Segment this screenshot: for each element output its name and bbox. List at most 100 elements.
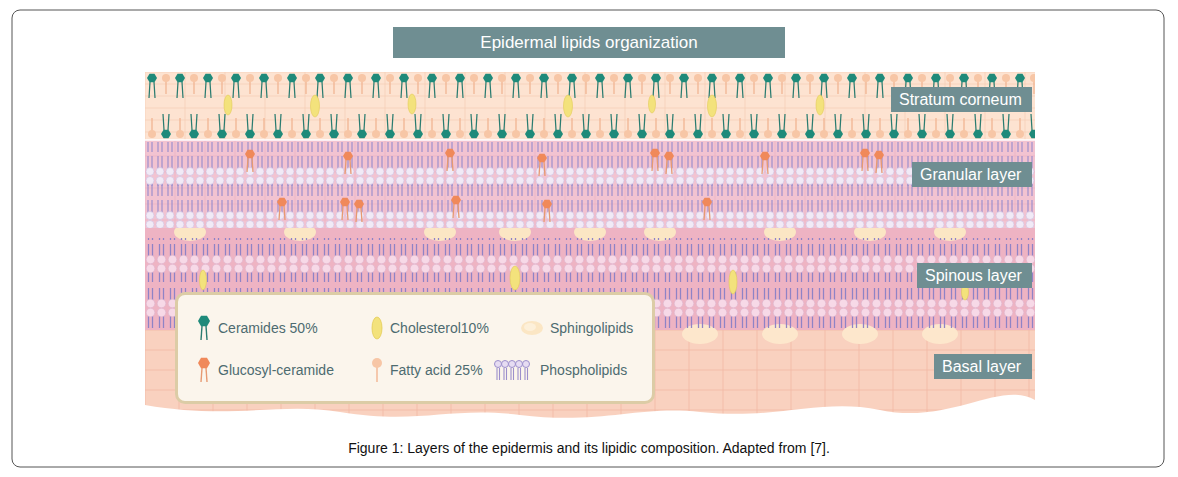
legend-icon (370, 315, 384, 341)
lipid-shape (343, 152, 353, 174)
lipid-shape (702, 198, 712, 220)
legend-text: Sphingolipids (550, 320, 633, 336)
lipid-shape (340, 198, 350, 220)
legend-icon (520, 318, 544, 338)
legend-item: Glucosyl-ceramide (196, 355, 334, 385)
cholesterol-molecules (224, 94, 824, 117)
lipid-shape (664, 152, 674, 174)
lipid-shape (650, 149, 660, 171)
layer-name: Granular layer (920, 162, 1021, 187)
legend-symbol (520, 318, 544, 338)
lipid-shape (510, 266, 520, 290)
legend-symbol (497, 368, 528, 380)
layer-label: Stratum corneum (891, 87, 1032, 112)
legend-symbol (201, 326, 202, 340)
legend-symbol (502, 361, 509, 368)
legend-icon (196, 357, 212, 383)
legend-symbol (503, 368, 504, 380)
lipid-shape (354, 200, 364, 222)
legend-symbol (370, 357, 384, 383)
layer-name: Spinous layer (925, 263, 1022, 288)
legend-symbol (198, 316, 210, 326)
legend-symbol (196, 357, 212, 383)
legend-icon (370, 357, 384, 383)
layer-label: Granular layer (912, 162, 1032, 187)
title-banner: Epidermal lipids organization (393, 27, 785, 58)
legend-item: Phospholipids (494, 355, 627, 385)
legend-text: Glucosyl-ceramide (218, 362, 334, 378)
legend-item: Sphingolipids (520, 313, 633, 343)
legend-symbol (495, 361, 530, 368)
legend-symbol (494, 358, 534, 382)
legend-icon (494, 358, 534, 382)
legend-symbol (523, 361, 530, 368)
lipid-shape (649, 95, 656, 113)
legend-text: Ceramides 50% (218, 320, 318, 336)
legend-symbol (524, 368, 525, 380)
caption-text: Figure 1: Layers of the epidermis and it… (348, 440, 830, 456)
layer-name: Basal layer (942, 354, 1021, 379)
legend-symbol (206, 368, 207, 382)
legend-symbol (372, 317, 382, 339)
lipid-shape (760, 152, 770, 174)
legend-item: Ceramides 50% (196, 313, 318, 343)
legend-symbol (496, 368, 497, 380)
legend-symbol (509, 361, 516, 368)
lipid-shape (729, 270, 737, 294)
lipid-shape (874, 151, 884, 173)
spinous-bilayer (145, 238, 1035, 282)
lipid-shape (311, 95, 320, 117)
granular-bilayer (145, 184, 1035, 228)
stratum-corneum-ground (145, 72, 1035, 140)
legend-icon (196, 315, 212, 341)
layer-label: Spinous layer (917, 263, 1032, 288)
figure-frame (12, 10, 1164, 467)
legend-item: Fatty acid 25% (370, 355, 483, 385)
legend-symbol (201, 368, 202, 382)
legend-symbol (524, 323, 536, 331)
legend-item: Cholesterol10% (370, 313, 489, 343)
legend-symbol (370, 315, 384, 341)
lipid-shape (445, 149, 455, 171)
lipid-shape (860, 149, 870, 171)
layer-label: Basal layer (934, 354, 1032, 379)
lipid-shape (564, 95, 573, 117)
granular-ground (145, 140, 1035, 228)
legend-symbol (521, 321, 543, 335)
granular-bilayer (145, 142, 1035, 186)
legend-symbol (520, 368, 521, 380)
lipid-shape (224, 95, 232, 115)
lipid-shape (537, 154, 547, 176)
lipid-shape (708, 95, 717, 117)
legend-symbol (506, 368, 507, 380)
lipid-shape (542, 200, 552, 222)
lipid-shape (408, 94, 416, 114)
lipid-shape (451, 196, 461, 218)
legend-text: Phospholipids (540, 362, 627, 378)
legend-symbol (527, 368, 528, 380)
lipid-shape (816, 95, 824, 115)
lipid-shape (277, 198, 287, 220)
legend-symbol (516, 361, 523, 368)
lipid-shape (245, 150, 255, 172)
glucosyl-ceramides (245, 149, 884, 222)
legend-symbol (510, 368, 511, 380)
legend-symbol (198, 358, 210, 368)
title-text: Epidermal lipids organization (480, 33, 697, 53)
layer-boundary (145, 139, 1035, 141)
legend-text: Fatty acid 25% (390, 362, 483, 378)
legend-symbol (517, 368, 518, 380)
layer-name: Stratum corneum (899, 87, 1022, 112)
skin-layers (145, 72, 1035, 430)
figure-caption: Figure 1: Layers of the epidermis and it… (0, 440, 1178, 456)
legend-text: Cholesterol10% (390, 320, 489, 336)
legend-symbol (499, 368, 500, 380)
legend-box: Ceramides 50% Cholesterol10% Sphingolipids… (175, 292, 655, 404)
lipid-shape (200, 270, 207, 290)
legend-symbol (513, 368, 514, 380)
legend-symbol (495, 361, 502, 368)
legend-symbol (376, 366, 377, 382)
ceramide-row (145, 110, 1035, 140)
legend-symbol (196, 315, 212, 341)
